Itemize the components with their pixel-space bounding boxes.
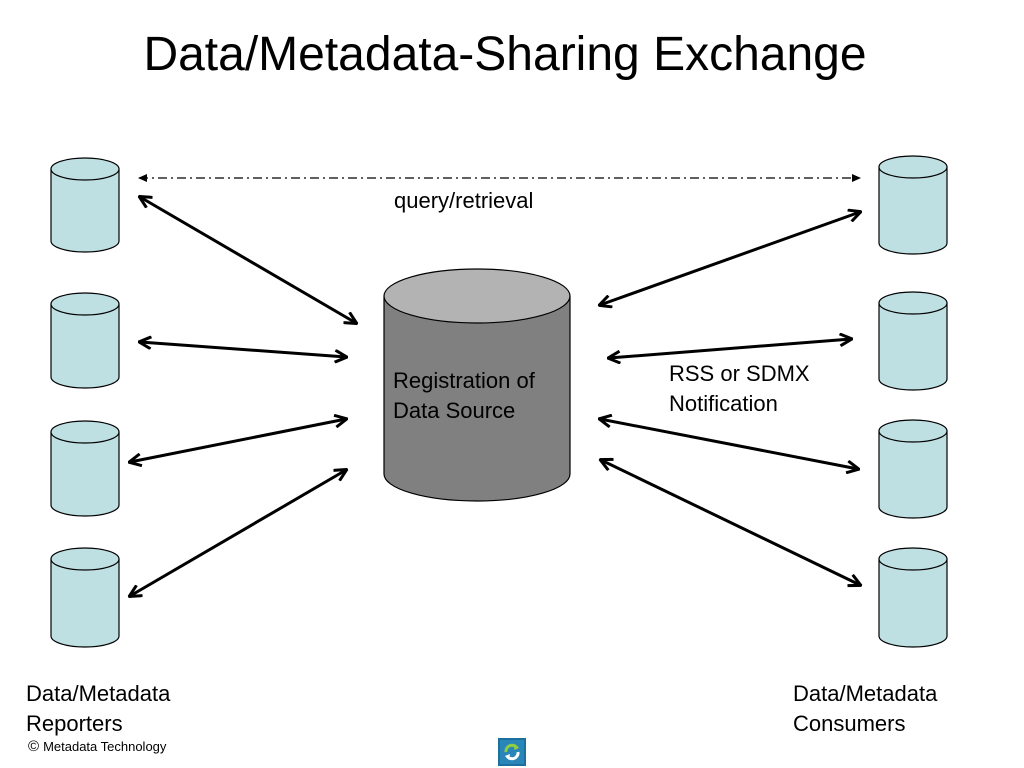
reporter-arrow-4 (130, 470, 346, 596)
registry-label-line2: Data Source (393, 398, 516, 423)
reporter-arrow-3 (130, 419, 346, 462)
consumer-database-2 (878, 291, 948, 391)
consumer-arrow-1 (600, 212, 860, 305)
reporter-arrow-1 (140, 197, 356, 323)
reporter-database-4 (50, 547, 120, 648)
consumers-label-line2: Consumers (793, 711, 906, 736)
consumer-arrow-3 (600, 419, 858, 469)
reporter-database-2 (50, 292, 120, 389)
copyright-text: Metadata Technology (43, 739, 167, 754)
query-retrieval-label: query/retrieval (394, 188, 534, 213)
notification-label-line1: RSS or SDMX (669, 361, 810, 386)
consumer-database-3 (878, 419, 948, 519)
notification-label-line2: Notification (669, 391, 778, 416)
consumer-database-1 (878, 155, 948, 255)
copyright-notice: ©Metadata Technology (28, 738, 166, 756)
registry-database (383, 268, 571, 502)
reporter-database-1 (50, 157, 120, 253)
reporters-label-line2: Reporters (26, 711, 123, 736)
registry-label-line1: Registration of (393, 368, 535, 393)
reporter-arrow-2 (140, 342, 346, 357)
reporter-database-3 (50, 420, 120, 517)
copyright-symbol: © (28, 738, 40, 755)
consumers-label-line1: Data/Metadata (793, 681, 938, 706)
consumer-arrow-4 (601, 460, 860, 585)
consumer-database-4 (878, 547, 948, 648)
page-title: Data/Metadata-Sharing Exchange (143, 28, 867, 81)
reporters-label-line1: Data/Metadata (26, 681, 171, 706)
consumer-arrow-2 (609, 339, 851, 358)
metadata-technology-logo-icon (498, 738, 526, 766)
